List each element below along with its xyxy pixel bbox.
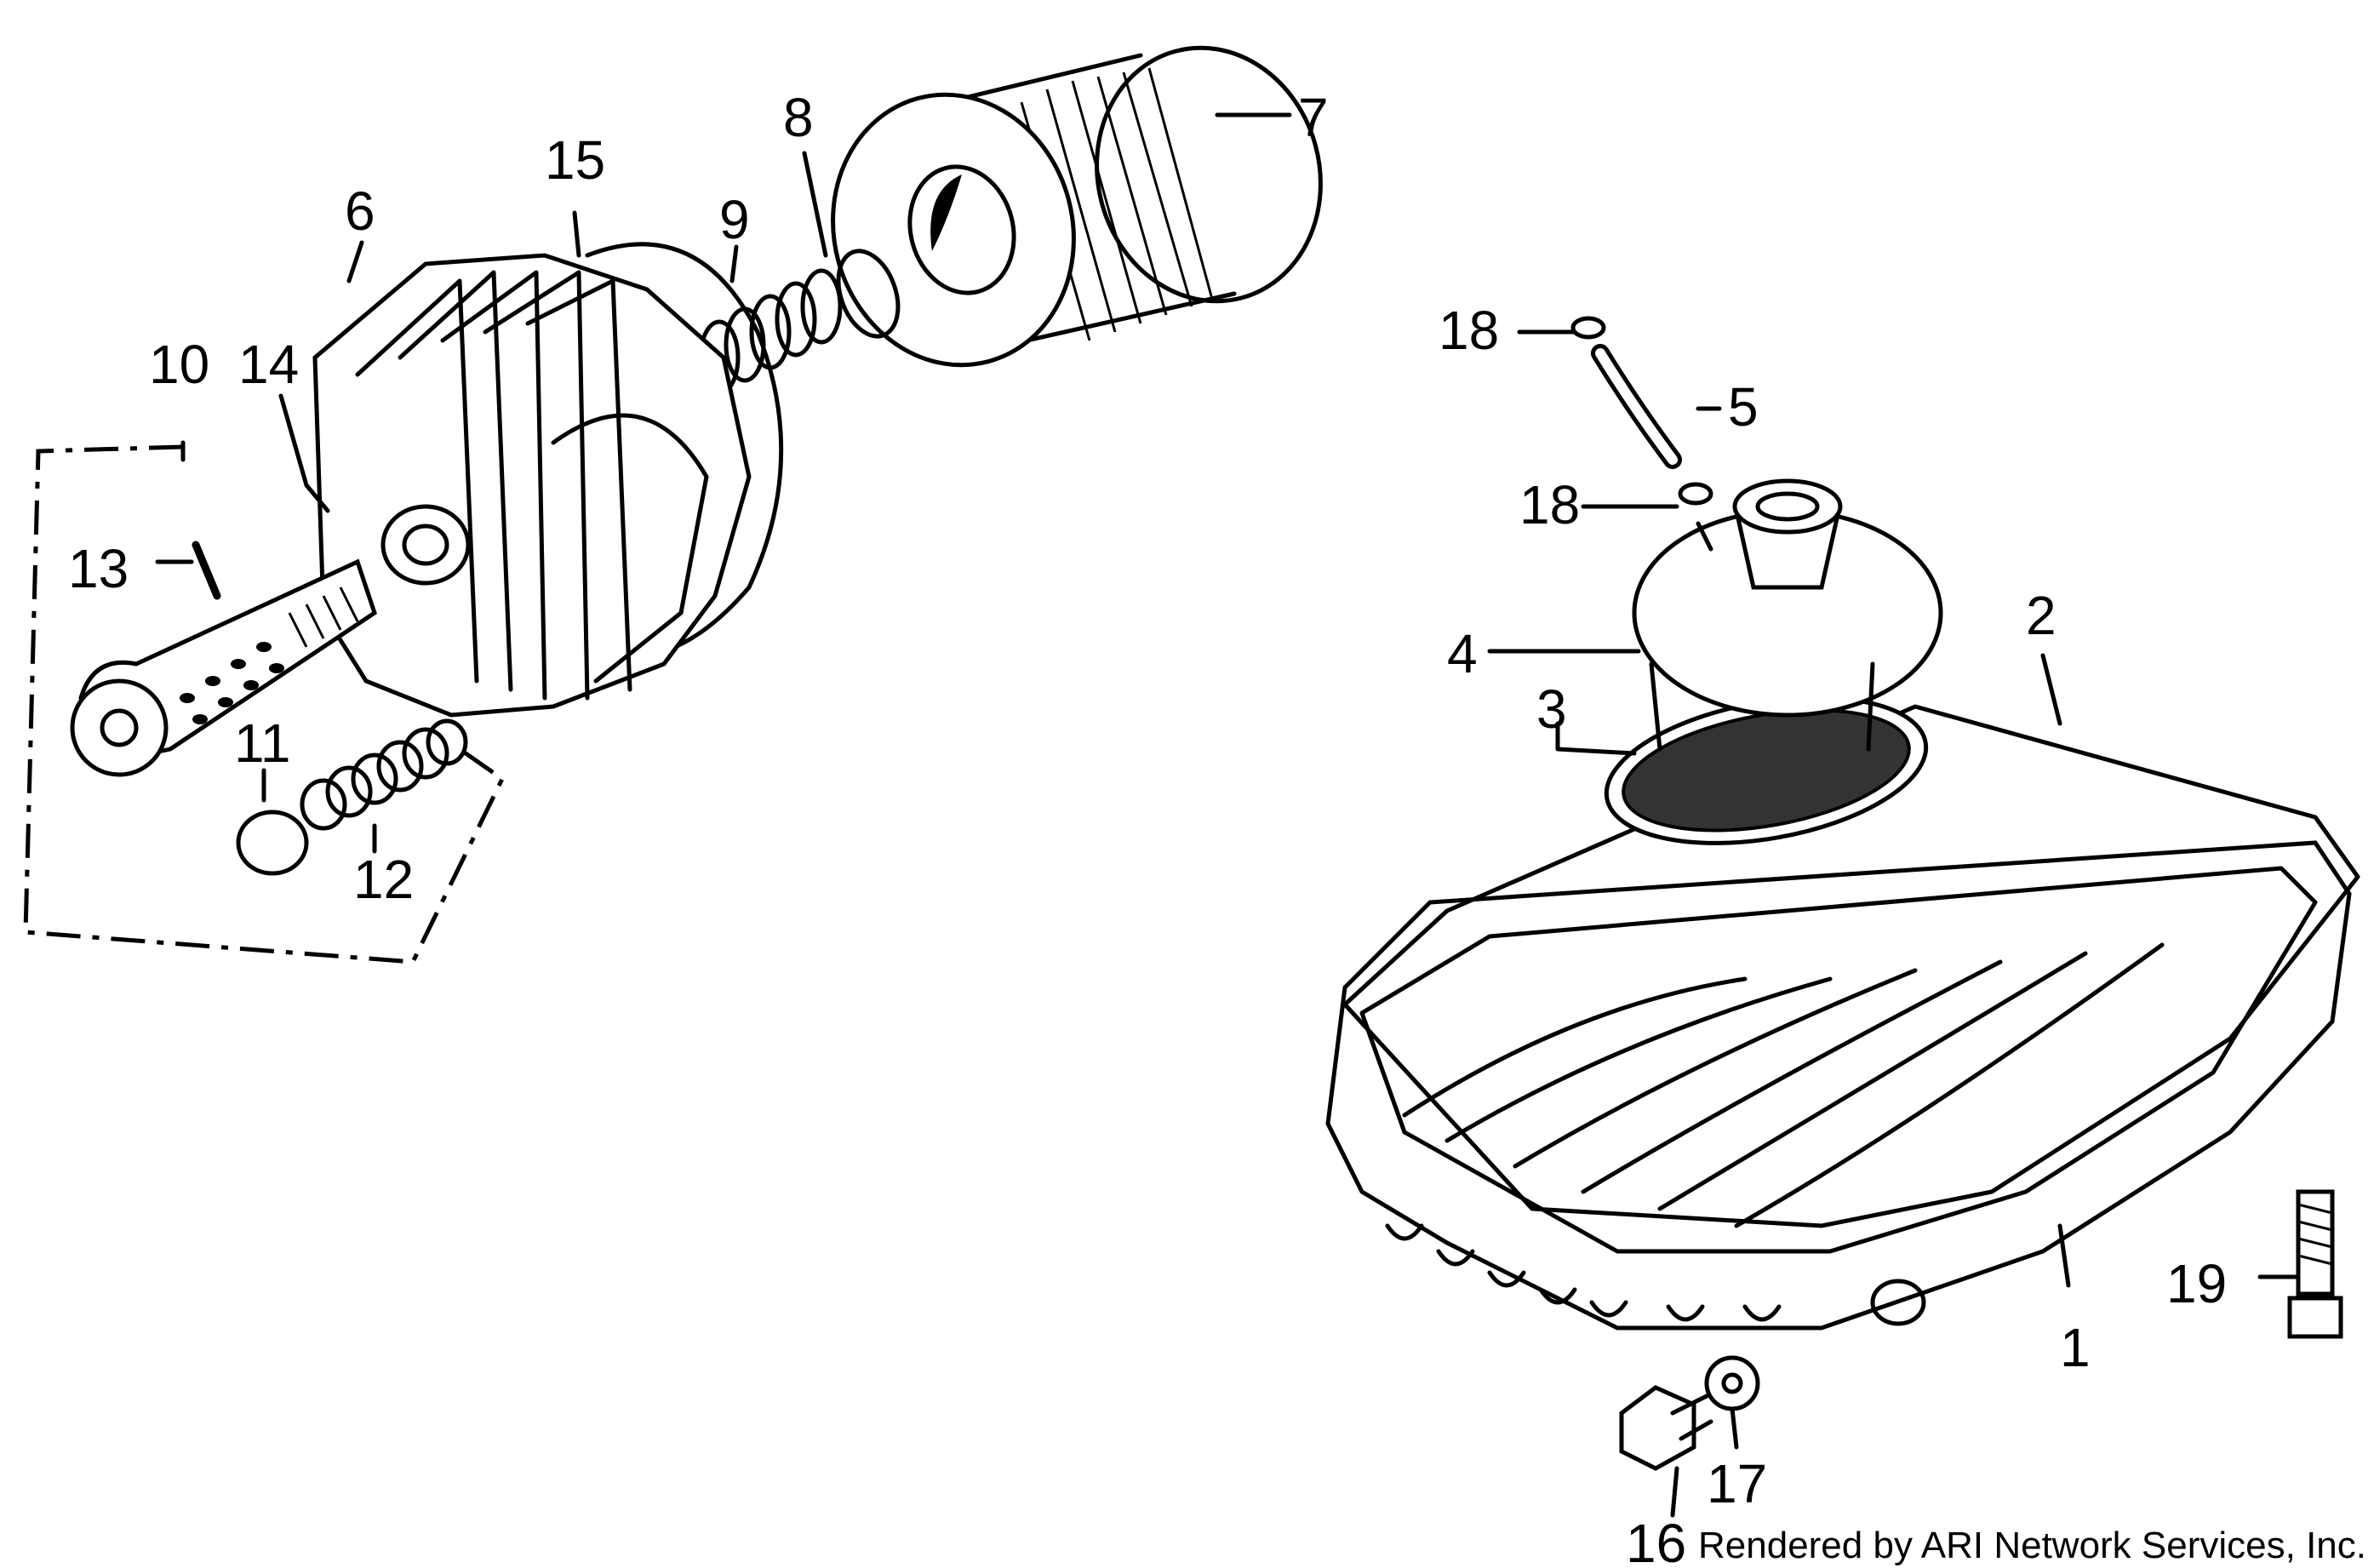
oil-strainer-screen[interactable] — [70, 558, 377, 777]
oil-screen — [1604, 695, 1929, 845]
callout-18-upper: 18 — [1439, 300, 1499, 361]
callout-6: 6 — [345, 180, 375, 242]
callout-15: 15 — [545, 129, 605, 191]
oil-pan[interactable] — [1325, 840, 2352, 1331]
callout-1: 1 — [2060, 1317, 2091, 1378]
callout-10: 10 — [149, 334, 209, 395]
oil-pickup-housing[interactable] — [1632, 478, 1943, 752]
relief-ball — [236, 810, 309, 876]
hose-clip-lower — [1678, 482, 1713, 506]
callout-3: 3 — [1536, 678, 1567, 740]
strainer-pin — [192, 541, 221, 600]
callout-11: 11 — [234, 712, 290, 774]
callout-16: 16 — [1626, 1513, 1686, 1568]
oil-filter-cartridge[interactable] — [803, 22, 1348, 392]
relief-spring — [300, 718, 468, 831]
callout-7: 7 — [1298, 87, 1329, 148]
callout-17: 17 — [1707, 1453, 1767, 1514]
render-credit: Rendered by ARI Network Services, Inc. — [1698, 1525, 2366, 1566]
sealing-washer — [1704, 1355, 1760, 1411]
callout-5: 5 — [1728, 376, 1759, 438]
oil-filter-cover[interactable] — [312, 253, 752, 718]
callout-4: 4 — [1447, 623, 1478, 684]
pan-bolt — [2287, 1189, 2343, 1339]
leader-lines — [155, 112, 2301, 1518]
callout-2: 2 — [2026, 585, 2057, 646]
callout-8: 8 — [783, 87, 814, 148]
drain-bolt — [1619, 1385, 1713, 1471]
cover-gasket — [585, 242, 784, 658]
callout-19: 19 — [2166, 1253, 2227, 1314]
callout-9: 9 — [719, 189, 750, 250]
o-ring — [836, 249, 901, 339]
callout-12: 12 — [353, 849, 414, 910]
callout-13: 13 — [68, 538, 129, 599]
hose-clip-upper — [1570, 316, 1606, 340]
callout-18-lower: 18 — [1519, 474, 1580, 535]
callout-14: 14 — [238, 334, 299, 395]
